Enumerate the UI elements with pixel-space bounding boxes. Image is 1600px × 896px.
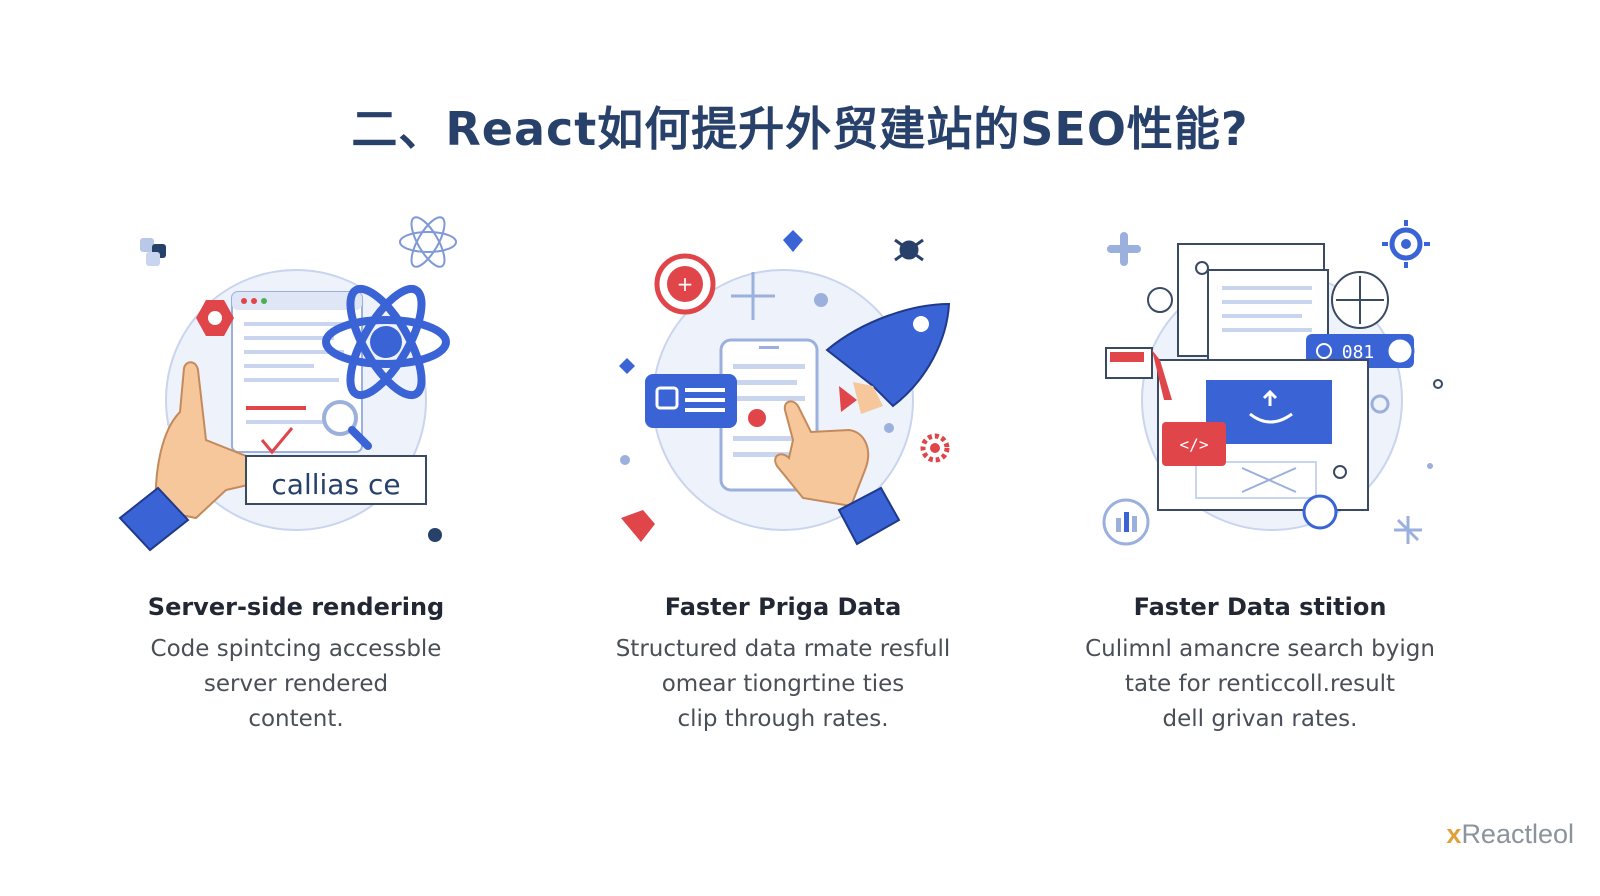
card-description: Code spintcing accessble server rendered… [150,636,442,732]
flower-icon [399,216,457,268]
code-tag-icon: </> [1162,422,1226,466]
monitor-icon [1157,359,1369,511]
feature-card-ssr: callias ce Server-side rendering Code sp… [96,200,496,740]
card-description: Structured data rmate resfull omear tion… [615,636,951,732]
puzzle-icon [140,238,166,266]
badge-value: 081 [1342,342,1375,363]
data-illustration: + [619,230,951,546]
search-illustration: 081 </> [1102,220,1443,546]
feature-card-search: 081 </> [1060,200,1460,740]
svg-text:</>: </> [1180,435,1209,454]
star-burst-icon [1394,516,1422,544]
brand-logo: xReactleol [1446,819,1574,849]
svg-text:+: + [677,272,694,296]
magnifier-icon [322,400,372,450]
feature-card-data: + [583,200,983,740]
react-atom-icon [322,284,450,400]
printer-icon [1105,347,1172,400]
add-badge-icon: + [654,253,716,315]
card-title: Server-side rendering [147,593,445,621]
hand-icon [118,361,265,552]
page-title: 二、React如何提升外贸建站的SEO性能? [351,101,1249,156]
card-title: Faster Data stition [1133,593,1387,621]
ssr-illustration: callias ce [118,216,457,552]
check-icon [260,427,294,455]
settings-icon [1382,220,1430,268]
sparkle-icon [731,272,775,320]
flag-icon [621,510,655,542]
compass-icon [1331,271,1389,329]
illustration-caption: callias ce [271,468,400,501]
hand-icon [774,400,901,546]
card-description: Culimnl amancre search byign tate for re… [1085,636,1435,732]
rocket-icon [825,302,951,414]
card-title: Faster Priga Data [664,593,902,621]
chat-card-icon [645,374,737,428]
plus-cross-icon [1107,232,1141,266]
document-icon [1177,243,1329,361]
gear-icon [920,433,950,463]
diamond-icon [783,230,803,252]
chart-icon [1102,498,1150,546]
bug-icon [894,238,924,262]
